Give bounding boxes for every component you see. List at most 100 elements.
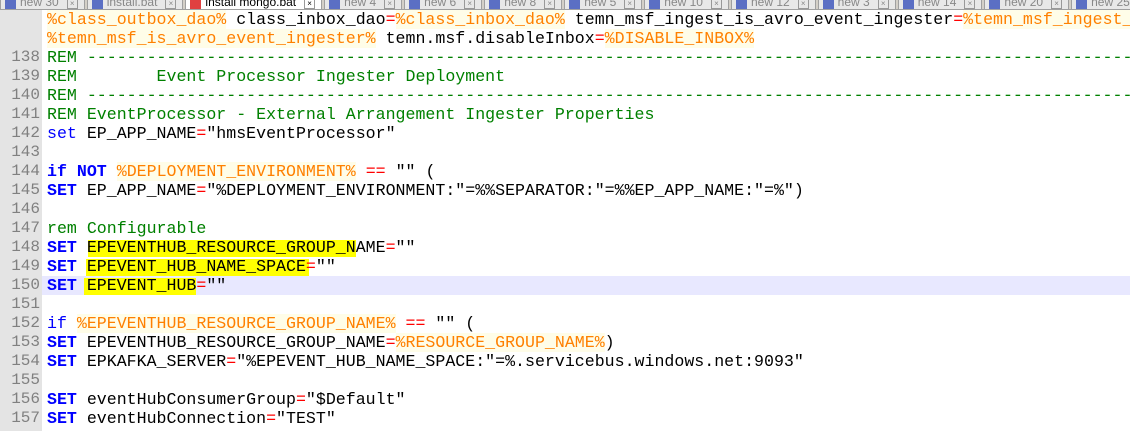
code-text: %class_outbox_dao% class_inbox_dao=%clas…: [47, 10, 1130, 29]
tab-file[interactable]: new 12×: [730, 0, 816, 9]
code-text: rem Configurable: [47, 219, 206, 238]
close-tab-icon[interactable]: ×: [624, 0, 636, 9]
tab-file[interactable]: install mongo.bat×: [185, 0, 323, 9]
code-token: %DISABLE_INBOX%: [604, 29, 755, 48]
close-tab-icon[interactable]: ×: [797, 0, 809, 9]
tab-file[interactable]: new 20×: [984, 0, 1070, 9]
tab-bar: new 30×install.bat×install mongo.bat×new…: [0, 0, 1130, 10]
tab-file[interactable]: new 25×: [1071, 0, 1130, 9]
close-tab-icon[interactable]: ×: [877, 0, 889, 9]
file-icon: [91, 0, 103, 9]
tab-label: install.bat: [106, 0, 158, 9]
code-line[interactable]: 151: [0, 295, 1130, 314]
code-line[interactable]: 141 REM EventProcessor - External Arrange…: [0, 105, 1130, 124]
close-tab-icon[interactable]: ×: [384, 0, 396, 9]
code-token: EPEVENT_HUB_NAME_SPACE: [76, 257, 306, 276]
line-number: 144: [11, 162, 40, 180]
code-token: SET: [47, 257, 77, 276]
code-token: =: [385, 333, 396, 352]
code-token: REM ------------------------------------…: [47, 48, 1130, 67]
code-token: [356, 162, 366, 181]
code-token: set: [47, 124, 77, 143]
code-line[interactable]: 146: [0, 200, 1130, 219]
close-tab-icon[interactable]: ×: [1051, 0, 1063, 9]
current-line-highlight: [42, 276, 1130, 295]
code-text: set EP_APP_NAME="hmsEventProcessor": [47, 124, 396, 143]
code-line[interactable]: %class_outbox_dao% class_inbox_dao=%clas…: [0, 10, 1130, 29]
yellow-highlight-mark: [84, 278, 196, 295]
code-token: eventHubConsumerGroup: [76, 390, 296, 409]
close-tab-icon[interactable]: ×: [165, 0, 177, 9]
close-tab-icon[interactable]: ×: [464, 0, 476, 9]
tab-label: new 8: [504, 0, 537, 9]
tab-file[interactable]: new 8 ×: [484, 0, 563, 9]
close-tab-icon[interactable]: ×: [304, 0, 316, 9]
code-token: REM EventProcessor - External Arrangemen…: [47, 105, 655, 124]
code-token: SET: [47, 333, 77, 352]
line-number: 140: [11, 86, 40, 104]
code-token: "hmsEventProcessor": [206, 124, 396, 143]
code-line[interactable]: 142 set EP_APP_NAME="hmsEventProcessor": [0, 124, 1130, 143]
code-token: ==: [405, 314, 426, 333]
code-token: EP_APP_NAME: [76, 181, 197, 200]
close-tab-icon[interactable]: ×: [964, 0, 976, 9]
code-token: SET: [47, 276, 77, 295]
tab-file[interactable]: new 4×: [324, 0, 403, 9]
code-token: %class_outbox_dao%: [47, 10, 227, 29]
code-token: "": [206, 276, 227, 295]
file-icon: [409, 0, 421, 9]
line-number: 142: [11, 124, 40, 142]
code-token: "": [395, 238, 416, 257]
tab-file[interactable]: new 6×: [404, 0, 483, 9]
code-token: "": [315, 257, 336, 276]
tab-file[interactable]: new 14×: [897, 0, 983, 9]
code-token: EPKAFKA_SERVER: [76, 352, 227, 371]
code-line[interactable]: %temn_msf_is_avro_event_ingester% temn.m…: [0, 29, 1130, 48]
code-text: SET EP_APP_NAME="%DEPLOYMENT_ENVIRONMENT…: [47, 181, 804, 200]
code-line[interactable]: 155: [0, 371, 1130, 390]
code-token: =: [385, 238, 396, 257]
code-token: EPEVENTHUB_RESOURCE_GROUP_NAME: [76, 238, 386, 257]
tab-file[interactable]: new 30×: [0, 0, 85, 9]
code-line[interactable]: 143: [0, 143, 1130, 162]
tab-file[interactable]: new 5×: [564, 0, 643, 9]
code-token: rem Configurable: [47, 219, 207, 238]
file-icon: [489, 0, 501, 9]
file-icon: [1076, 0, 1088, 9]
tab-label: new 25: [1091, 0, 1130, 9]
line-number: 156: [11, 390, 40, 408]
code-token: "" (: [425, 314, 476, 333]
close-tab-icon[interactable]: ×: [710, 0, 722, 9]
code-token: =: [594, 29, 605, 48]
file-icon: [989, 0, 1001, 9]
tab-file[interactable]: install.bat ×: [86, 0, 184, 9]
tab-file[interactable]: new 10×: [644, 0, 729, 9]
code-editor[interactable]: %class_outbox_dao% class_inbox_dao=%clas…: [0, 10, 1130, 431]
close-tab-icon[interactable]: ×: [544, 0, 556, 9]
file-icon: [735, 0, 747, 9]
line-number: 149: [11, 257, 40, 275]
line-number: 146: [11, 200, 40, 218]
code-token: =: [226, 352, 237, 371]
code-text: SET eventHubConnection="TEST": [47, 409, 336, 428]
file-icon: [649, 0, 661, 9]
tab-file[interactable]: new 3×: [817, 0, 896, 9]
line-number: 154: [11, 352, 40, 370]
close-tab-icon[interactable]: ×: [66, 0, 78, 9]
line-number: 141: [11, 105, 40, 123]
code-token: ): [604, 333, 615, 352]
